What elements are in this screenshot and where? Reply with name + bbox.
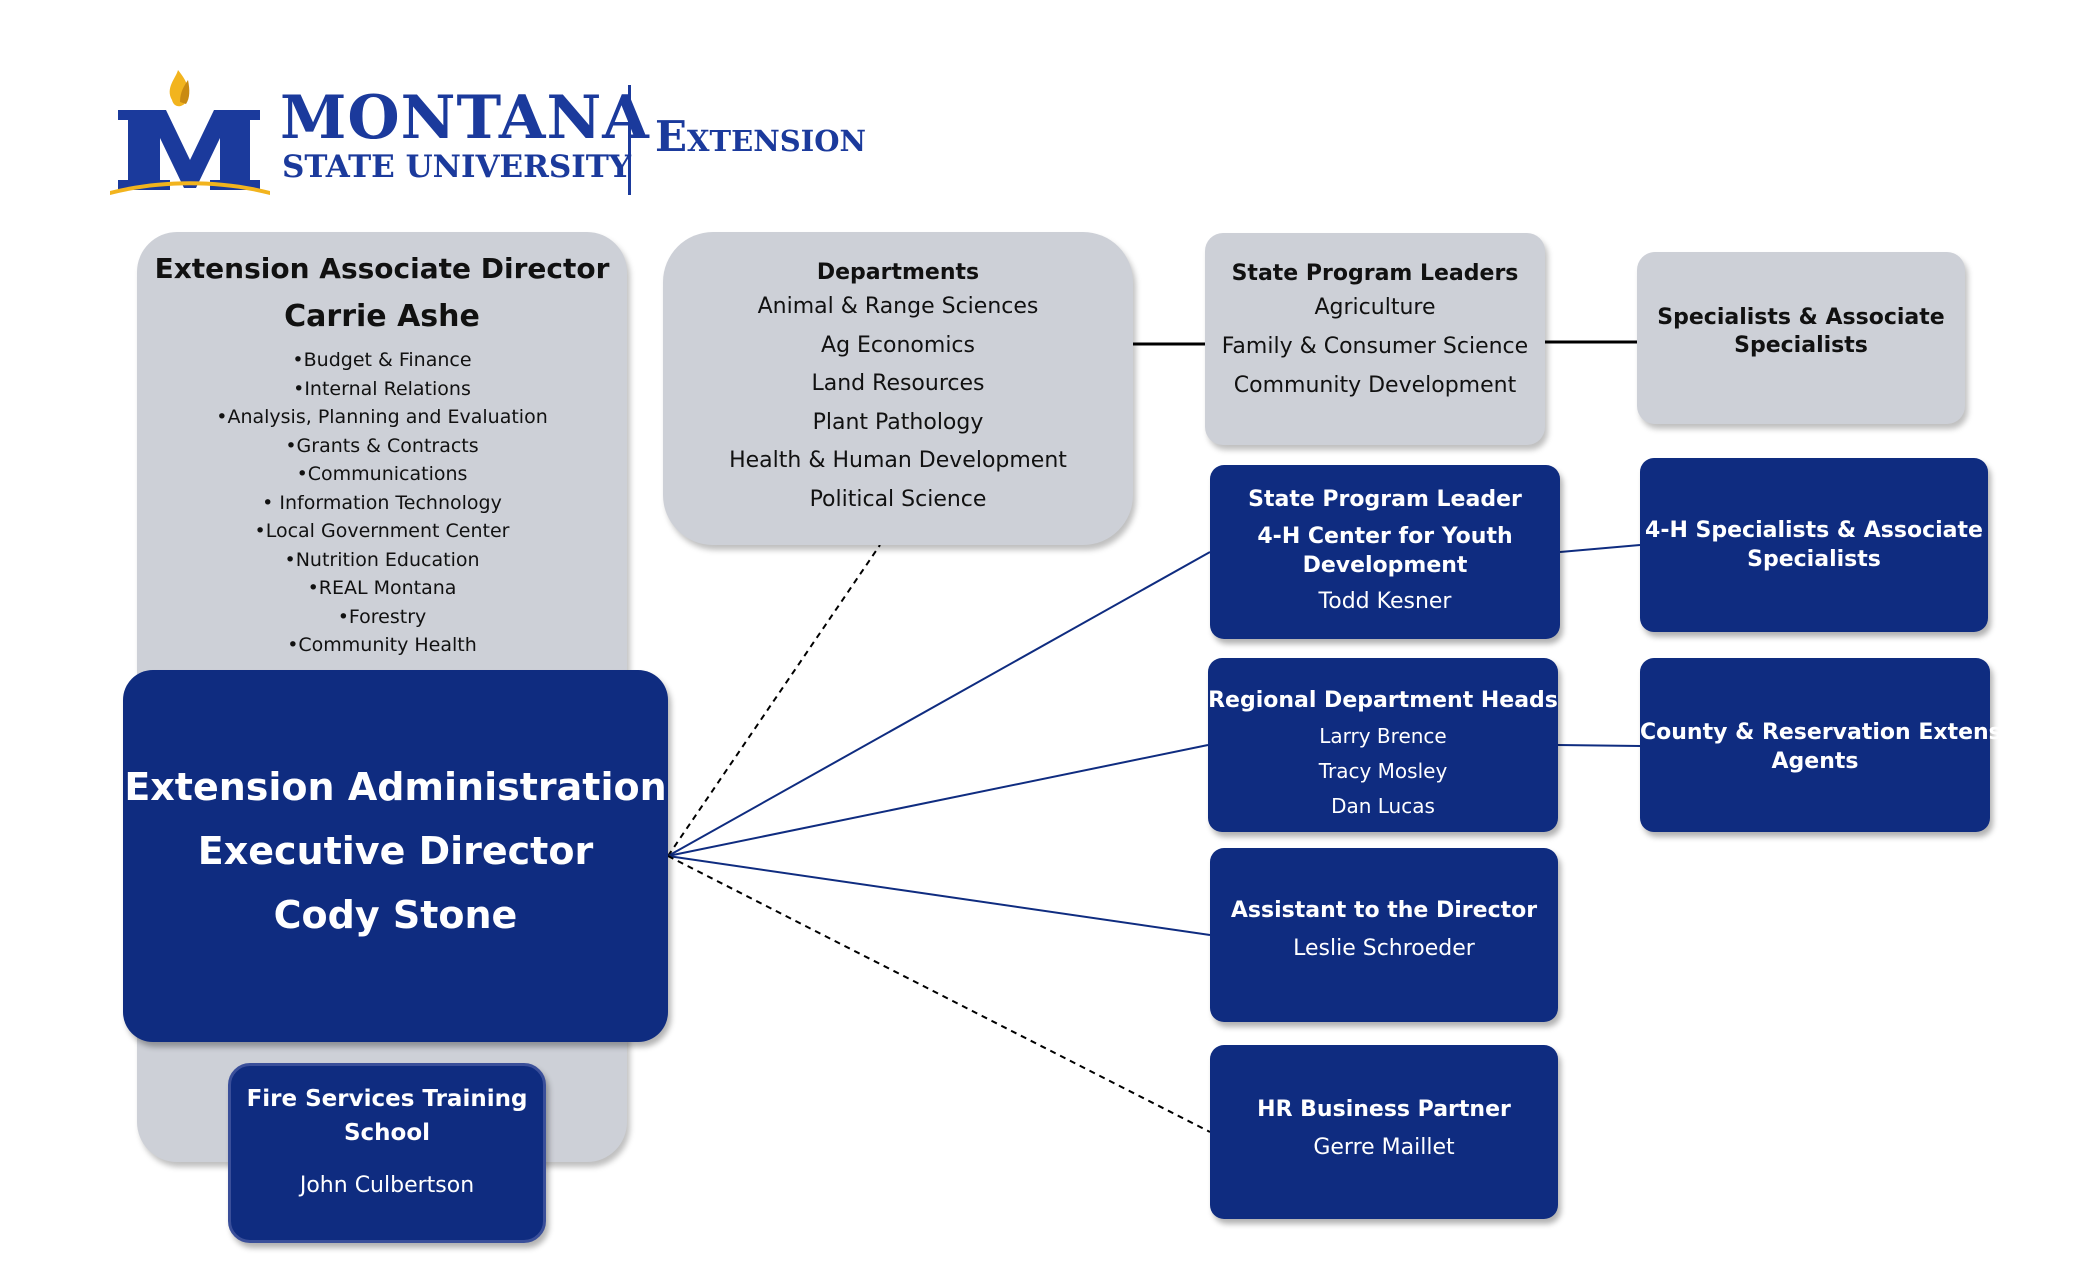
fourh-program-leader-box: State Program Leader 4-H Center for Yout… bbox=[1210, 465, 1560, 639]
department-item: Political Science bbox=[809, 486, 987, 512]
county-agents-line1: County & Reservation Extension bbox=[1640, 720, 2041, 745]
assistant-to-director-box: Assistant to the Director Leslie Schroed… bbox=[1210, 848, 1558, 1022]
fourh-specialists-box: 4-H Specialists & Associate Specialists bbox=[1640, 458, 1988, 632]
responsibility-item: •Community Health bbox=[287, 634, 477, 656]
fire-name: John Culbertson bbox=[299, 1173, 475, 1198]
fourh-leader-line1: State Program Leader bbox=[1248, 487, 1522, 512]
connector-exec-regional bbox=[667, 744, 1209, 857]
program-area-item: Family & Consumer Science bbox=[1221, 334, 1529, 359]
msu-extension-logo: MONTANA STATE UNIVERSITY Extension bbox=[110, 70, 930, 200]
responsibility-item: •Budget & Finance bbox=[292, 349, 472, 371]
fourh-leader-name: Todd Kesner bbox=[1318, 589, 1452, 614]
program-area-item: Community Development bbox=[1233, 373, 1517, 398]
logo-divider bbox=[628, 85, 631, 195]
departments-box: Departments Animal & Range Sciences Ag E… bbox=[663, 232, 1133, 545]
specialists-line1: Specialists & Associate bbox=[1657, 305, 1945, 330]
fire-title-line2: School bbox=[343, 1120, 431, 1146]
responsibility-item: •Nutrition Education bbox=[284, 548, 480, 571]
regional-heads-title: Regional Department Heads bbox=[1208, 688, 1558, 713]
regional-head-name: Tracy Mosley bbox=[1318, 759, 1448, 783]
responsibility-item: •Forestry bbox=[337, 605, 427, 628]
specialists-box: Specialists & Associate Specialists bbox=[1637, 252, 1965, 424]
msu-m-logo-icon bbox=[110, 70, 270, 195]
state-program-leaders-box: State Program Leaders Agriculture Family… bbox=[1205, 233, 1545, 445]
executive-line-name: Cody Stone bbox=[273, 893, 518, 937]
program-area-item: Agriculture bbox=[1314, 295, 1436, 320]
responsibility-item: •Communications bbox=[296, 463, 468, 485]
county-agents-line2: Agents bbox=[1771, 749, 1859, 774]
regional-department-heads-box: Regional Department Heads Larry Brence T… bbox=[1208, 658, 1558, 832]
connector-exec-departments bbox=[667, 544, 881, 857]
department-item: Plant Pathology bbox=[812, 409, 984, 435]
connector-exec-assistant bbox=[667, 855, 1211, 936]
executive-line-administration: Extension Administration bbox=[124, 765, 667, 809]
county-reservation-agents-box: County & Reservation Extension Agents bbox=[1640, 658, 2041, 832]
regional-head-name: Larry Brence bbox=[1319, 724, 1447, 748]
hr-business-partner-box: HR Business Partner Gerre Maillet bbox=[1210, 1045, 1558, 1219]
connector-exec-hr bbox=[667, 855, 1211, 1133]
fourh-leader-line2: 4-H Center for Youth bbox=[1257, 524, 1513, 549]
departments-title: Departments bbox=[816, 260, 980, 285]
state-program-leaders-title: State Program Leaders bbox=[1231, 261, 1519, 286]
responsibility-item: •Local Government Center bbox=[254, 520, 510, 542]
department-item: Ag Economics bbox=[821, 332, 975, 358]
associate-director-name: Carrie Ashe bbox=[284, 299, 480, 334]
hr-title: HR Business Partner bbox=[1257, 1097, 1511, 1122]
regional-head-name: Dan Lucas bbox=[1331, 794, 1435, 818]
department-item: Land Resources bbox=[811, 371, 985, 396]
department-item: Health & Human Development bbox=[729, 448, 1067, 473]
associate-director-responsibilities: •Budget & Finance •Internal Relations •A… bbox=[137, 346, 627, 660]
logo-state-university-text: STATE UNIVERSITY bbox=[282, 149, 632, 185]
hr-name: Gerre Maillet bbox=[1313, 1135, 1455, 1160]
logo-extension-text: Extension bbox=[655, 112, 866, 161]
fire-services-box: Fire Services Training School John Culbe… bbox=[228, 1063, 546, 1243]
responsibility-item: •REAL Montana bbox=[307, 577, 457, 599]
executive-director-box: Extension Administration Executive Direc… bbox=[123, 670, 668, 1042]
fire-title-line1: Fire Services Training bbox=[246, 1086, 528, 1112]
connector-4h-specialists bbox=[1559, 544, 1641, 553]
responsibility-item: •Analysis, Planning and Evaluation bbox=[216, 406, 548, 428]
fourh-specialists-line1: 4-H Specialists & Associate bbox=[1645, 518, 1983, 543]
department-item: Animal & Range Sciences bbox=[757, 294, 1039, 319]
responsibility-item: • Information Technology bbox=[262, 491, 502, 514]
executive-line-title: Executive Director bbox=[197, 829, 594, 873]
assistant-name: Leslie Schroeder bbox=[1293, 936, 1475, 961]
fourh-specialists-line2: Specialists bbox=[1747, 547, 1881, 572]
logo-montana-text: MONTANA bbox=[280, 83, 650, 153]
responsibility-item: •Internal Relations bbox=[293, 377, 471, 400]
connector-regional-county bbox=[1557, 744, 1641, 747]
responsibility-item: •Grants & Contracts bbox=[285, 434, 479, 457]
connector-exec-4h bbox=[667, 551, 1211, 857]
fourh-leader-line3: Development bbox=[1302, 553, 1468, 578]
specialists-line2: Specialists bbox=[1734, 333, 1868, 358]
associate-director-title: Extension Associate Director bbox=[154, 252, 610, 285]
assistant-title: Assistant to the Director bbox=[1230, 898, 1538, 923]
